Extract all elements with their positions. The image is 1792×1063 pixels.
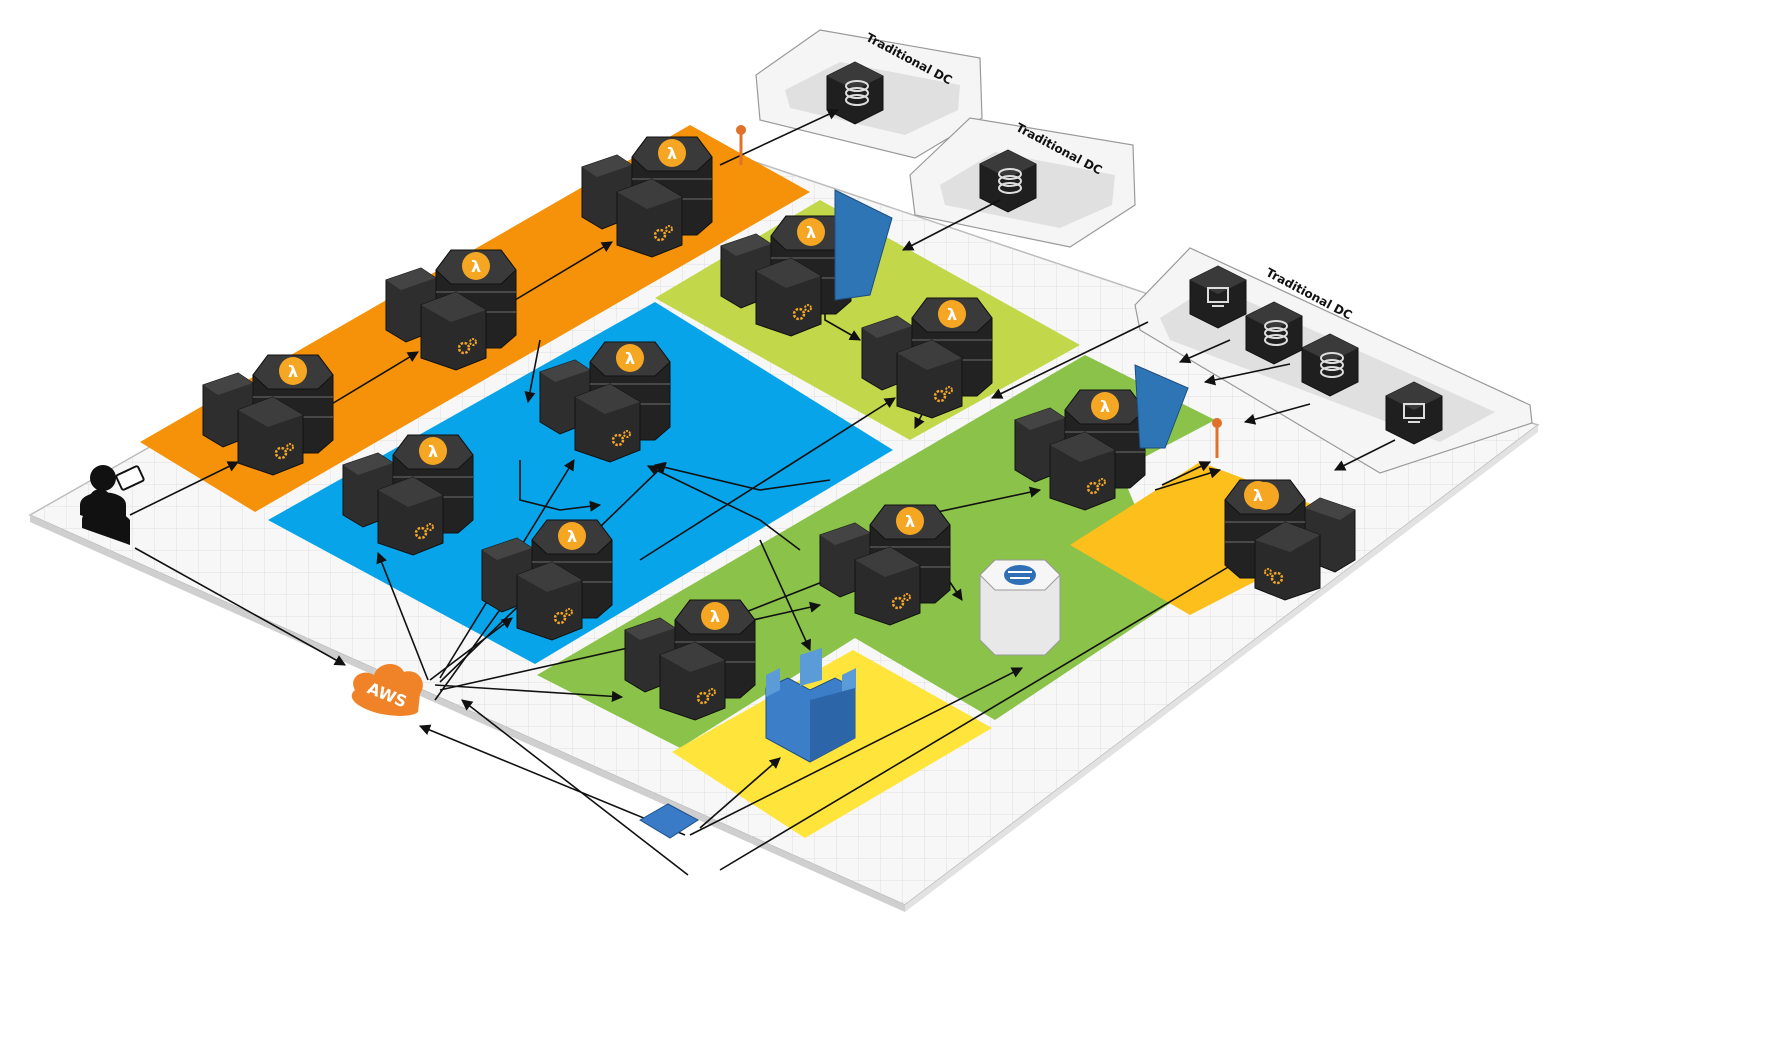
user-icon — [80, 465, 130, 545]
svg-text:λ: λ — [1253, 486, 1263, 505]
pin-icon — [1212, 418, 1222, 458]
database-icon — [1245, 301, 1303, 365]
aws-cloud-icon: AWS — [351, 664, 423, 716]
server-icon — [1385, 381, 1443, 445]
server-icon — [1189, 265, 1247, 329]
storage-cylinder-icon — [979, 559, 1061, 656]
castle-icon — [765, 648, 856, 763]
blue-panel — [1134, 364, 1189, 449]
lambda-icon: λ — [1244, 481, 1272, 509]
traditional-dc-3: Traditional DC — [1134, 247, 1533, 474]
database-icon — [826, 61, 884, 125]
database-icon — [979, 149, 1037, 213]
database-icon — [1301, 333, 1359, 397]
mobile-icon — [115, 465, 145, 491]
iot-chip-icon — [513, 803, 699, 839]
blue-zone — [268, 302, 893, 664]
blue-panel — [834, 189, 893, 301]
pin-icon — [736, 125, 746, 165]
